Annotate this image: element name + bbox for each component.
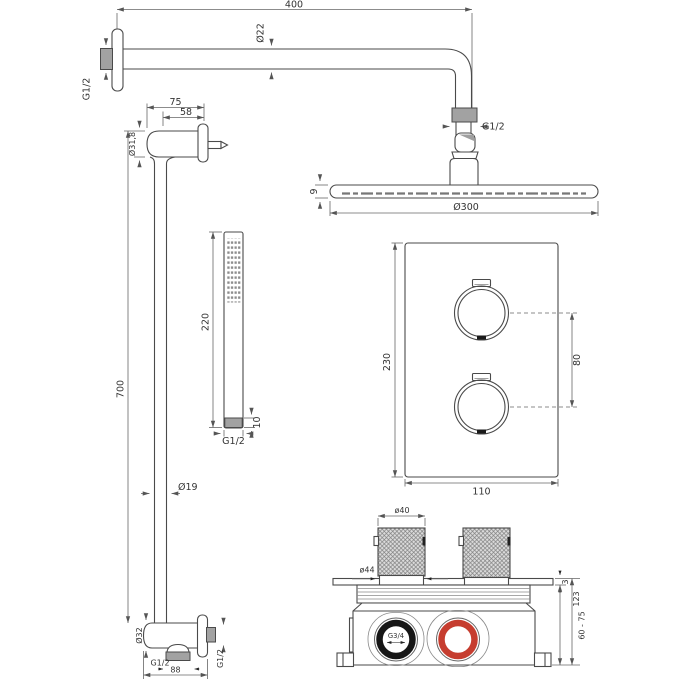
bracket-pin [207,140,222,150]
head-thickness-label: 9 [309,188,320,194]
bracket-neck [149,156,176,165]
elbow-outlet-dome [166,643,190,653]
hand-shower-spray-face [226,238,241,303]
panel-width-label: 110 [472,487,490,498]
head-diameter-label: Ø300 [453,202,479,213]
knob-outer-ring [453,285,510,341]
arm-tube-inner [123,68,457,108]
bracket-pin-tip [220,140,229,150]
hand-shower-thread-label: G1/2 [222,436,245,447]
hand-shower: 220 10 G1/2 [201,231,263,447]
rail-length-label: 700 [116,380,127,398]
elbow-wall-connector [206,627,216,643]
valve-knob-right [462,527,511,579]
valve-port-right-ring [438,619,478,660]
valve-trim-plate [332,577,554,586]
hand-shower-connector [224,417,243,428]
valve-knob-right-clip [458,535,465,547]
ball-joint-shading [459,134,474,141]
bracket-body [146,130,205,158]
shower-arm: 400 G1/2 Ø22 G1/2 [82,0,505,139]
elbow-width-label: 88 [170,666,180,675]
thermostat-panel: 80 230 110 [382,242,583,498]
valve-port-recess-right [426,610,490,667]
valve-knob-left-tick [422,537,426,546]
elbow-wall-thread-label: G1/2 [216,649,225,668]
head-disc [329,184,599,199]
bracket-diameter-label: Ø31,8 [127,132,137,156]
arm-tube-outer [123,48,473,108]
rain-shower-head: 9 Ø300 [309,132,599,216]
elbow-body [142,622,200,649]
valve-knob-base-left [378,574,425,586]
valve-base-diameter-label: ø44 [359,566,374,575]
panel-knob-bottom [453,372,510,435]
valve-knob-right-tick [507,537,511,546]
valve-inlet-thread-label: G3/4 [388,632,404,640]
valve-port-recess-left [367,612,425,666]
panel-knob-top [453,278,510,341]
valve-knob-base-right [463,576,510,586]
rail-diameter-label: Ø19 [178,482,198,493]
hand-shower-length-label: 220 [201,313,212,331]
arm-wall-nut [100,48,113,70]
wall-outlet-elbow: Ø32 G1/2 G1/2 88 [134,613,226,679]
valve-foot-right [533,652,552,668]
valve-knob-left-clip [373,535,380,547]
arm-end-nut [451,107,478,123]
valve-knob-diameter-label: ø40 [394,506,409,515]
panel-height-label: 230 [382,353,393,371]
knob-index-mark [477,335,486,340]
rail-bracket: 75 58 Ø31,8 [124,97,229,168]
valve-recess-depth-label: 60 - 75 [578,611,587,639]
bracket-depth-label: 75 [169,97,181,108]
arm-wall-thread-label: G1/2 [82,78,93,101]
hand-shower-connector-label: 10 [252,416,263,428]
head-collar [451,151,479,160]
valve-knob-left [377,527,426,577]
knob-spacing-label: 80 [572,354,583,366]
valve-side-tab [348,617,354,653]
valve-plate-thickness-label: 3 [561,579,570,584]
panel-plate [404,242,559,478]
valve-thread-block [356,584,531,604]
concealed-valve: G3/4 ø40 ø44 3 60 - 75 123 [332,506,587,668]
knob-index-mark [477,429,486,434]
elbow-hose-thread-label: G1/2 [150,659,169,668]
valve-port-left-outer [374,617,418,662]
knob-outer-ring [453,379,510,435]
arm-wall-flange [111,28,124,92]
elbow-outlet-thread [165,651,191,661]
valve-foot-left [336,652,355,668]
valve-port-left-ring [376,619,416,660]
bracket-wall-plate [197,123,209,163]
valve-port-right-outer [436,617,480,662]
valve-total-depth-label: 123 [572,591,581,606]
arm-length-label: 400 [285,0,303,11]
valve-thread-lines [357,588,530,600]
head-hub [449,157,479,186]
arm-diameter-label: Ø22 [256,23,267,43]
slide-rail: 700 Ø19 [116,131,198,623]
arm-head-thread-label: G1/2 [482,122,505,133]
elbow-diameter-label: Ø32 [134,627,144,643]
bracket-offset-label: 58 [180,107,192,118]
